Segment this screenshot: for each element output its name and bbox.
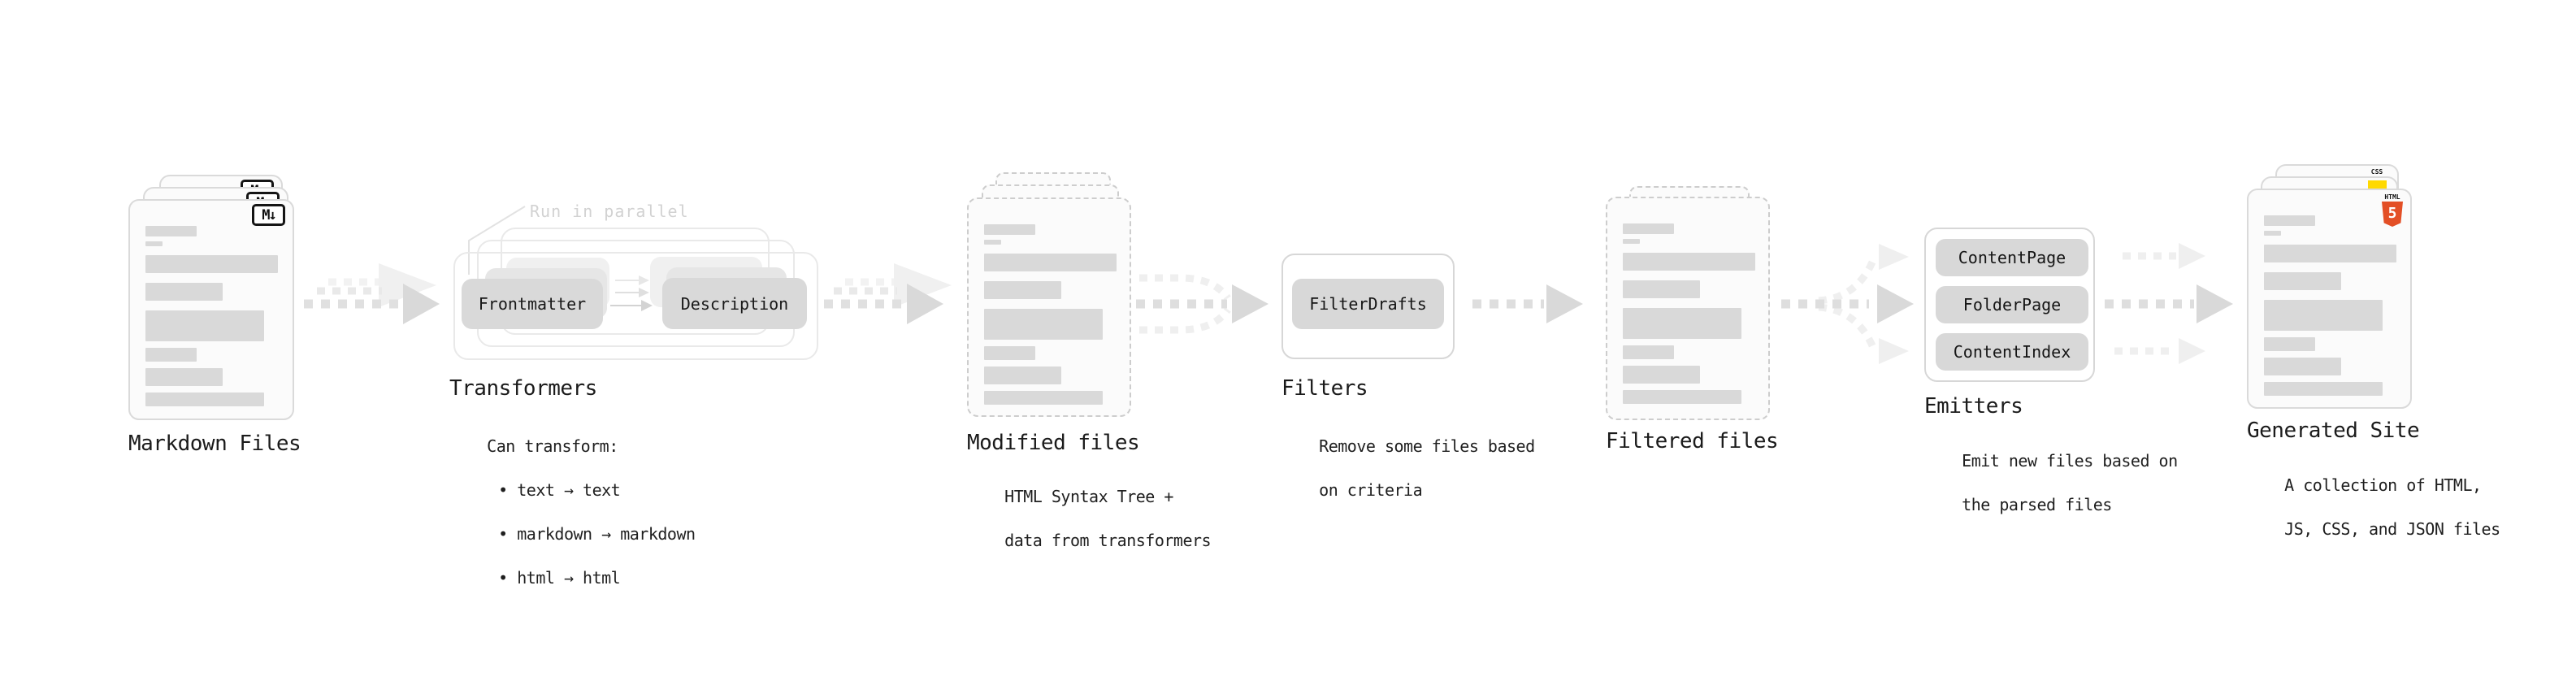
arrow-filters-to-filtered bbox=[1472, 284, 1583, 323]
placeholder-line bbox=[145, 368, 223, 386]
html5-icon-shield: 5 bbox=[2382, 202, 2403, 227]
arrow-markdown-to-transformers bbox=[304, 263, 440, 324]
markdown-files-title: Markdown Files bbox=[128, 432, 301, 456]
filters-caption: Remove some files based on criteria bbox=[1281, 414, 1535, 523]
placeholder-line bbox=[2264, 300, 2383, 331]
filterdrafts-box: FilterDrafts bbox=[1292, 279, 1444, 329]
transformer-container-front bbox=[453, 252, 818, 360]
frontmatter-box: Frontmatter bbox=[462, 279, 603, 329]
document-placeholder-lines bbox=[145, 226, 279, 406]
caption-line: on criteria bbox=[1319, 480, 1423, 500]
placeholder-line bbox=[1623, 253, 1755, 271]
run-in-parallel-annotation: Run in parallel bbox=[530, 202, 689, 221]
placeholder-line bbox=[1623, 366, 1700, 384]
arrow-modified-to-filters bbox=[1136, 274, 1268, 334]
placeholder-line bbox=[2264, 337, 2315, 351]
emitter-contentpage: ContentPage bbox=[1936, 239, 2088, 276]
arrow-filtered-to-emitters bbox=[1781, 244, 1914, 364]
generated-site-title: Generated Site bbox=[2247, 419, 2420, 443]
transformers-caption: Can transform: • text → text • markdown … bbox=[449, 414, 696, 611]
description-box: Description bbox=[662, 278, 807, 329]
placeholder-line bbox=[1623, 308, 1741, 339]
generated-site-caption: A collection of HTML, JS, CSS, and JSON … bbox=[2247, 453, 2500, 562]
placeholder-line bbox=[2264, 245, 2396, 262]
placeholder-line bbox=[984, 240, 1001, 245]
document-placeholder-lines bbox=[1623, 223, 1756, 404]
modified-files-doc bbox=[967, 197, 1131, 417]
caption-line: Emit new files based on bbox=[1962, 451, 2178, 471]
placeholder-line bbox=[145, 241, 163, 246]
arrow-emitters-to-generated bbox=[2105, 243, 2233, 364]
emitter-folderpage: FolderPage bbox=[1936, 286, 2088, 323]
filtered-files-title: Filtered files bbox=[1606, 429, 1779, 453]
placeholder-line bbox=[2264, 272, 2341, 290]
caption-line: JS, CSS, and JSON files bbox=[2284, 519, 2500, 539]
filters-panel: FilterDrafts bbox=[1281, 254, 1455, 359]
placeholder-line bbox=[984, 281, 1061, 299]
emitters-title: Emitters bbox=[1924, 394, 2023, 419]
html5-icon-label: HTML bbox=[2384, 193, 2400, 201]
placeholder-line bbox=[984, 391, 1103, 405]
placeholder-line bbox=[1623, 280, 1700, 298]
modified-files-caption: HTML Syntax Tree + data from transformer… bbox=[967, 464, 1211, 574]
css-icon-label: CSS bbox=[2370, 168, 2383, 176]
placeholder-line bbox=[145, 310, 264, 341]
generated-site-card-front: HTML 5 bbox=[2247, 189, 2412, 409]
placeholder-line bbox=[2264, 382, 2383, 396]
placeholder-line bbox=[145, 348, 197, 362]
transformers-title: Transformers bbox=[449, 376, 597, 401]
placeholder-line bbox=[1623, 390, 1741, 404]
caption-line: Can transform: bbox=[487, 436, 618, 456]
html5-icon: HTML 5 bbox=[2381, 193, 2404, 227]
caption-bullet: • text → text bbox=[498, 480, 621, 500]
placeholder-line bbox=[1623, 223, 1674, 234]
caption-line: the parsed files bbox=[1962, 495, 2112, 514]
placeholder-line bbox=[1623, 345, 1674, 359]
caption-bullet: • html → html bbox=[498, 568, 621, 588]
placeholder-line bbox=[145, 283, 223, 301]
document-placeholder-lines bbox=[2264, 215, 2397, 396]
run-in-parallel-leader-line bbox=[468, 206, 526, 275]
placeholder-line bbox=[145, 226, 197, 236]
caption-line: data from transformers bbox=[1004, 531, 1212, 550]
transform-arrows bbox=[610, 275, 653, 311]
placeholder-line bbox=[984, 309, 1103, 340]
markdown-file-card-front: M↓ bbox=[128, 199, 294, 420]
modified-files-title: Modified files bbox=[967, 431, 1140, 455]
emitters-caption: Emit new files based on the parsed files bbox=[1924, 428, 2178, 538]
markdown-icon: M↓ bbox=[252, 204, 285, 226]
caption-line: HTML Syntax Tree + bbox=[1004, 487, 1173, 506]
document-placeholder-lines bbox=[984, 224, 1117, 405]
placeholder-line bbox=[984, 367, 1061, 384]
placeholder-line bbox=[2264, 358, 2341, 375]
placeholder-line bbox=[145, 255, 278, 273]
placeholder-line bbox=[145, 393, 264, 406]
caption-line: A collection of HTML, bbox=[2284, 475, 2482, 495]
caption-line: Remove some files based bbox=[1319, 436, 1535, 456]
emitters-panel: ContentPage FolderPage ContentIndex bbox=[1924, 228, 2095, 382]
placeholder-line bbox=[2264, 231, 2281, 236]
filtered-files-doc bbox=[1606, 197, 1770, 420]
placeholder-line bbox=[984, 346, 1035, 360]
placeholder-line bbox=[1623, 239, 1640, 244]
placeholder-line bbox=[984, 254, 1117, 271]
caption-bullet: • markdown → markdown bbox=[498, 524, 696, 544]
filters-title: Filters bbox=[1281, 376, 1368, 401]
placeholder-line bbox=[984, 224, 1035, 235]
arrow-transformers-to-modified bbox=[824, 263, 952, 324]
placeholder-line bbox=[2264, 215, 2315, 226]
emitter-contentindex: ContentIndex bbox=[1936, 333, 2088, 371]
